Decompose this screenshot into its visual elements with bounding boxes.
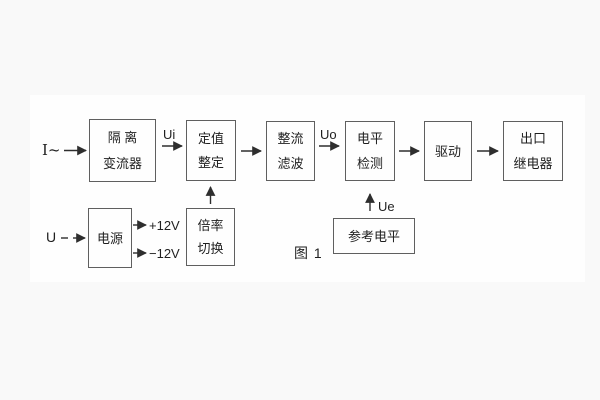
block-drive-label: 驱动 bbox=[434, 143, 461, 159]
block-isolation-transformer: 隔 离 变流器 bbox=[89, 119, 156, 182]
block-reference-label: 参考电平 bbox=[347, 228, 400, 244]
voltage-input-label: U bbox=[46, 229, 57, 245]
block-power-label: 电源 bbox=[96, 230, 123, 246]
block-ratio-line2: 切换 bbox=[197, 241, 224, 257]
block-ratio-switch: 倍率 切换 bbox=[186, 208, 235, 266]
block-isolation-line2: 变流器 bbox=[102, 155, 142, 171]
figure-caption: 图 1 bbox=[294, 245, 323, 261]
block-relay-line1: 出口 bbox=[519, 131, 546, 147]
block-level-line1: 电平 bbox=[356, 131, 383, 147]
block-level-line2: 检测 bbox=[356, 155, 383, 171]
block-reference-level: 参考电平 bbox=[333, 218, 415, 254]
ue-signal-label: Ue bbox=[378, 199, 395, 214]
block-level-detect: 电平 检测 bbox=[345, 121, 395, 181]
block-setting-line2: 整定 bbox=[197, 155, 224, 171]
block-power-supply: 电源 bbox=[88, 208, 132, 268]
block-isolation-line1: 隔 离 bbox=[107, 130, 138, 146]
block-drive: 驱动 bbox=[424, 121, 472, 181]
block-rectifier-filter: 整流 滤波 bbox=[266, 121, 315, 181]
plus12v-label: +12V bbox=[149, 218, 180, 233]
ui-signal-label: Ui bbox=[163, 127, 176, 142]
minus12v-label: −12V bbox=[149, 246, 180, 261]
block-rectifier-line2: 滤波 bbox=[277, 155, 304, 171]
block-ratio-line1: 倍率 bbox=[197, 217, 224, 233]
block-setting: 定值 整定 bbox=[186, 120, 236, 181]
current-input-label: I~ bbox=[42, 141, 61, 159]
uo-signal-label: Uo bbox=[320, 127, 337, 142]
block-rectifier-line1: 整流 bbox=[277, 131, 304, 147]
block-relay-line2: 继电器 bbox=[513, 155, 553, 171]
block-output-relay: 出口 继电器 bbox=[503, 121, 563, 181]
block-setting-line1: 定值 bbox=[197, 130, 224, 146]
